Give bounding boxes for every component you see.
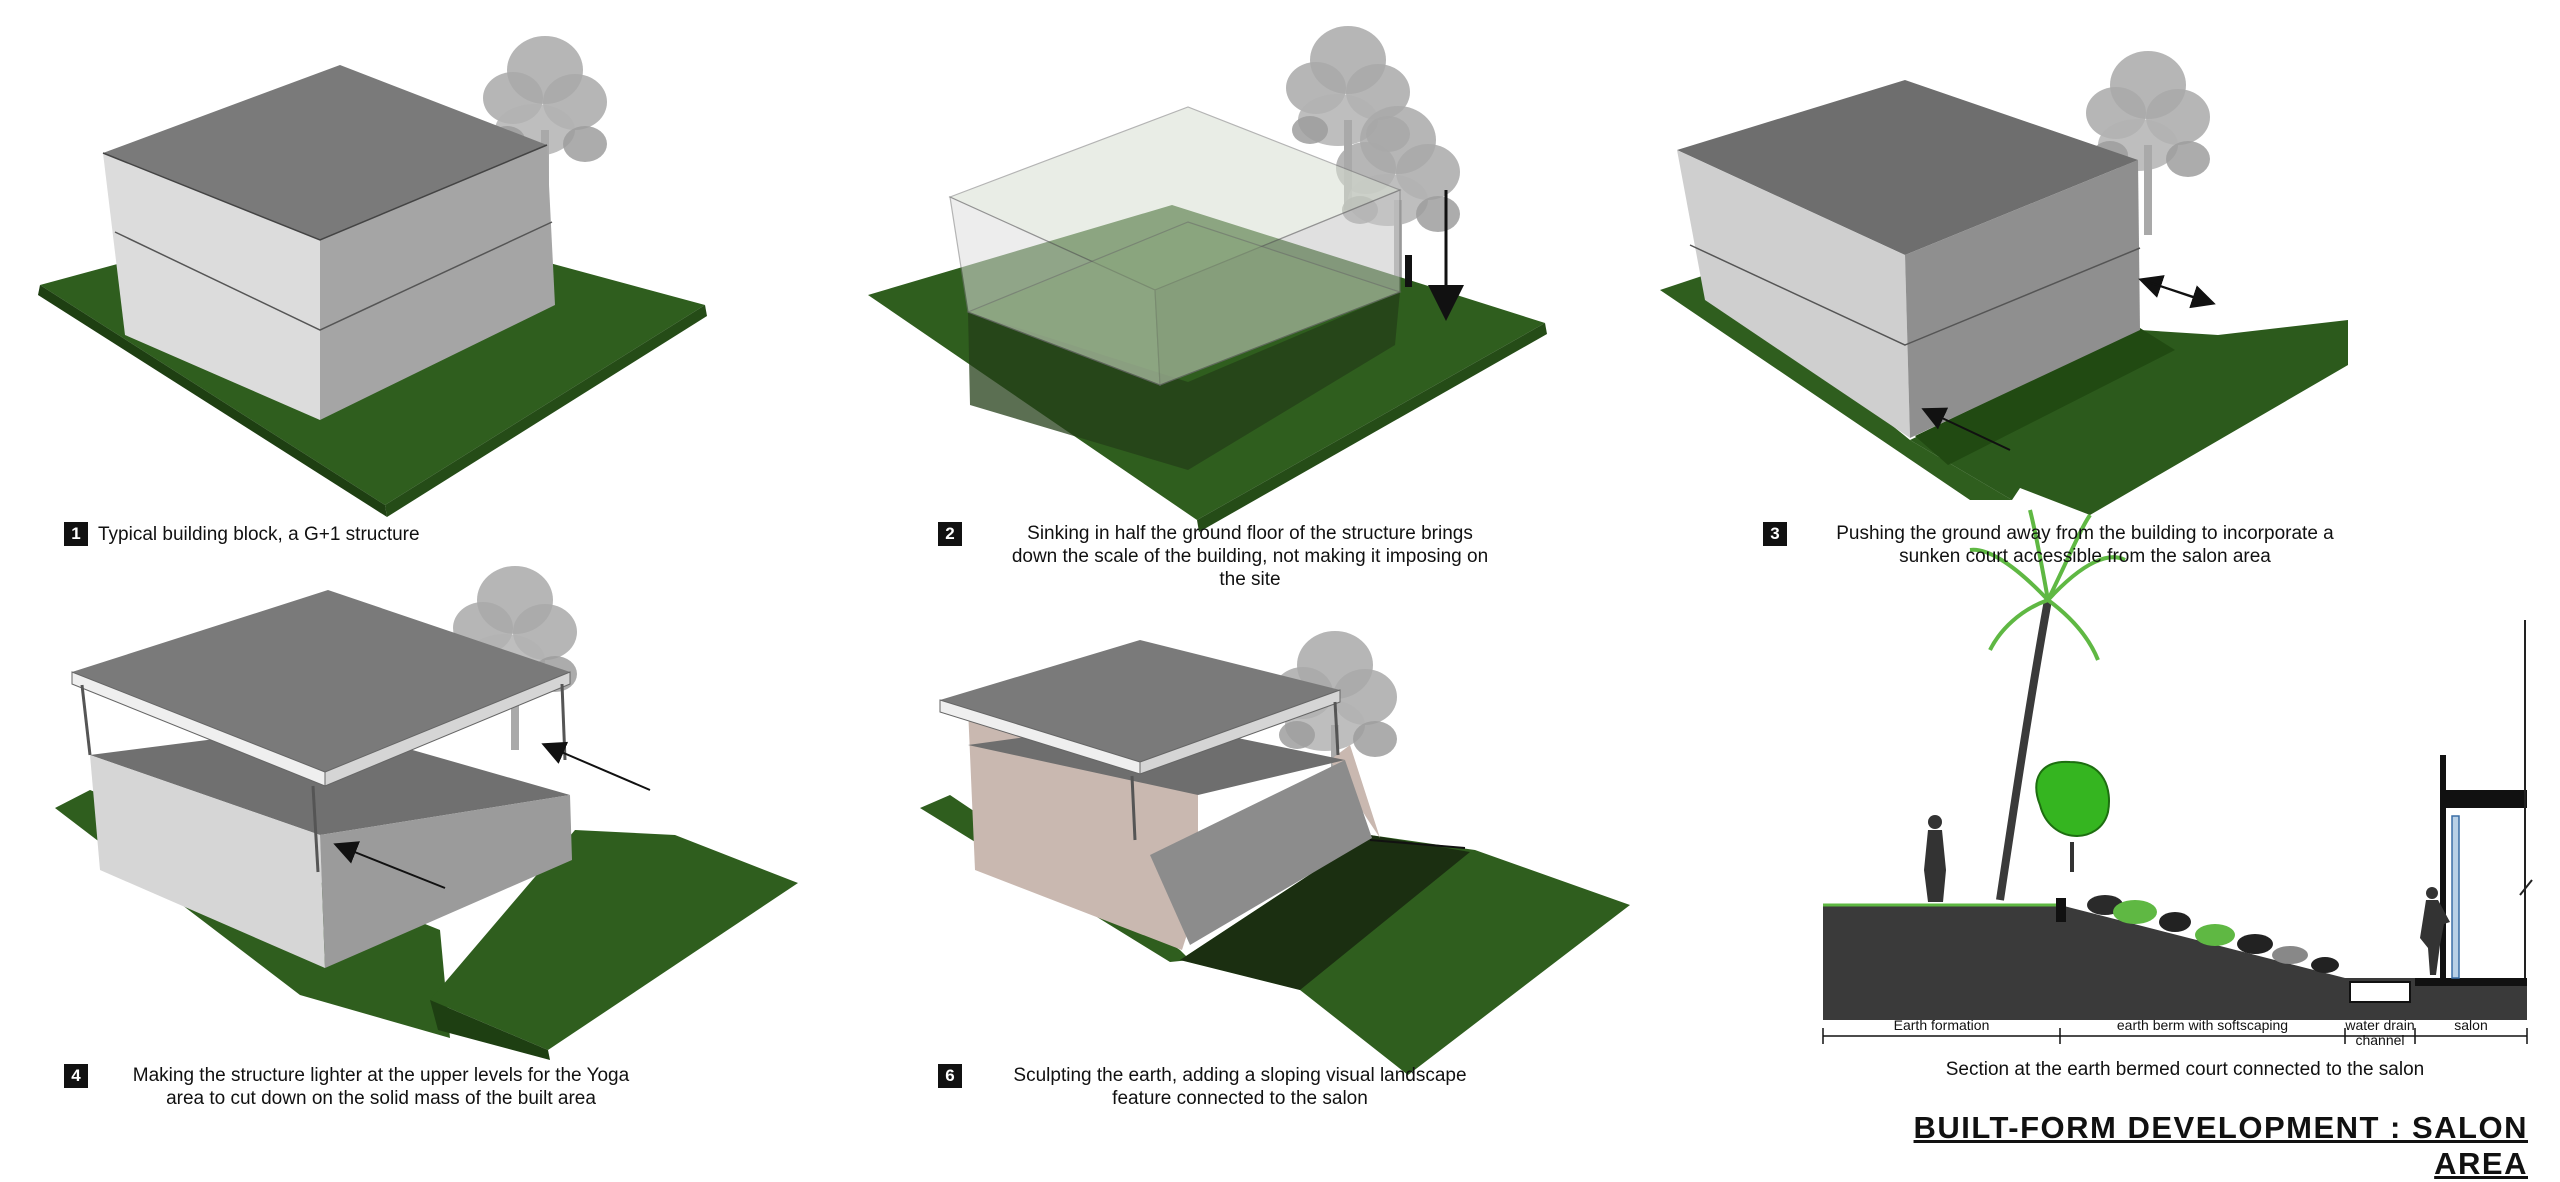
push-arrow: [1921, 407, 2011, 451]
step-caption-text: Typical building block, a G+1 structure: [98, 524, 420, 545]
step-number-badge: 3: [1763, 522, 1787, 546]
step-1-caption: 1 Typical building block, a G+1 structure: [64, 522, 584, 546]
wall-side: [1150, 760, 1372, 945]
step-2-caption: Sinking in half the ground floor of the …: [970, 522, 1530, 591]
salon-roof: [2440, 790, 2527, 808]
panel-4-lighter-upper-level: [55, 566, 798, 1060]
page-title: BUILT-FORM DEVELOPMENT : SALON AREA: [1913, 1110, 2528, 1181]
caption-line: Sinking in half the ground floor of the …: [1027, 523, 1473, 544]
palm-tree-icon: [1969, 509, 2126, 901]
panel-1-typical-block: [38, 36, 707, 517]
caption-line: area to cut down on the solid mass of th…: [166, 1088, 596, 1109]
label-water-drain: water drain channel: [2335, 1018, 2425, 1048]
glazing: [2451, 815, 2460, 979]
caption-line: down the scale of the building, not maki…: [1011, 546, 1489, 567]
label-earth-formation: Earth formation: [1893, 1017, 1990, 1033]
wall-side: [320, 145, 555, 420]
person-icon: [1924, 815, 1946, 902]
section-caption: Section at the earth bermed court connec…: [1945, 1059, 2425, 1080]
earth-berm: [2060, 905, 2345, 1020]
caption-line: the site: [1219, 569, 1281, 590]
earth-formation: [1823, 905, 2060, 1020]
label-salon: salon: [2454, 1017, 2488, 1033]
ground-plane-right: [1910, 320, 2348, 515]
slope-line: [1369, 839, 1466, 849]
floating-roof: [940, 640, 1340, 762]
step-4-caption: Making the structure lighter at the uppe…: [96, 1064, 666, 1110]
roof: [1677, 80, 2138, 255]
caption-line: Making the structure lighter at the uppe…: [132, 1065, 630, 1086]
panel-2-sinking-block: [868, 26, 1547, 532]
step-6-caption: Sculpting the earth, adding a sloping vi…: [970, 1064, 1510, 1110]
panel-6-sculpted-earth: [920, 631, 1630, 1075]
label-line: water drain: [2345, 1017, 2415, 1033]
caption-line: Pushing the ground away from the buildin…: [1836, 523, 2334, 544]
ground-edge: [385, 305, 707, 517]
wall-side: [320, 795, 572, 968]
ground-plane-right: [430, 830, 798, 1050]
sunken-volume: [968, 292, 1400, 470]
wall-front: [103, 153, 320, 420]
floating-roof: [72, 590, 570, 772]
step-number-badge: 1: [64, 522, 88, 546]
sculpted-wall-left: [968, 708, 1198, 950]
label-earth-berm: earth berm with softscaping: [2116, 1017, 2289, 1033]
panel-3-pushed-ground: [1660, 51, 2348, 515]
section-drawing: [1822, 509, 2533, 1044]
shrub-icon: [2035, 760, 2110, 872]
person-icon: [2420, 887, 2450, 975]
step-number-badge: 4: [64, 1064, 88, 1088]
caption-line: Sculpting the earth, adding a sloping vi…: [1013, 1065, 1467, 1086]
step-number-badge: 2: [938, 522, 962, 546]
step-3-caption: Pushing the ground away from the buildin…: [1795, 522, 2375, 568]
roof: [103, 65, 547, 240]
wall-side: [1905, 160, 2140, 438]
caption-line: feature connected to the salon: [1112, 1088, 1368, 1109]
step-number-badge: 6: [938, 1064, 962, 1088]
ground-cut-plane: [966, 221, 1402, 386]
water-drain-channel: [2349, 981, 2411, 1003]
sloped-court: [1180, 835, 1470, 990]
caption-line: sunken court accessible from the salon a…: [1899, 546, 2271, 567]
label-line: channel: [2355, 1032, 2405, 1048]
inward-arrow: [333, 841, 446, 889]
plants-icon: [2087, 895, 2339, 973]
wall-front: [1677, 150, 1910, 438]
inward-arrow: [541, 741, 651, 791]
wall-front: [90, 755, 325, 968]
